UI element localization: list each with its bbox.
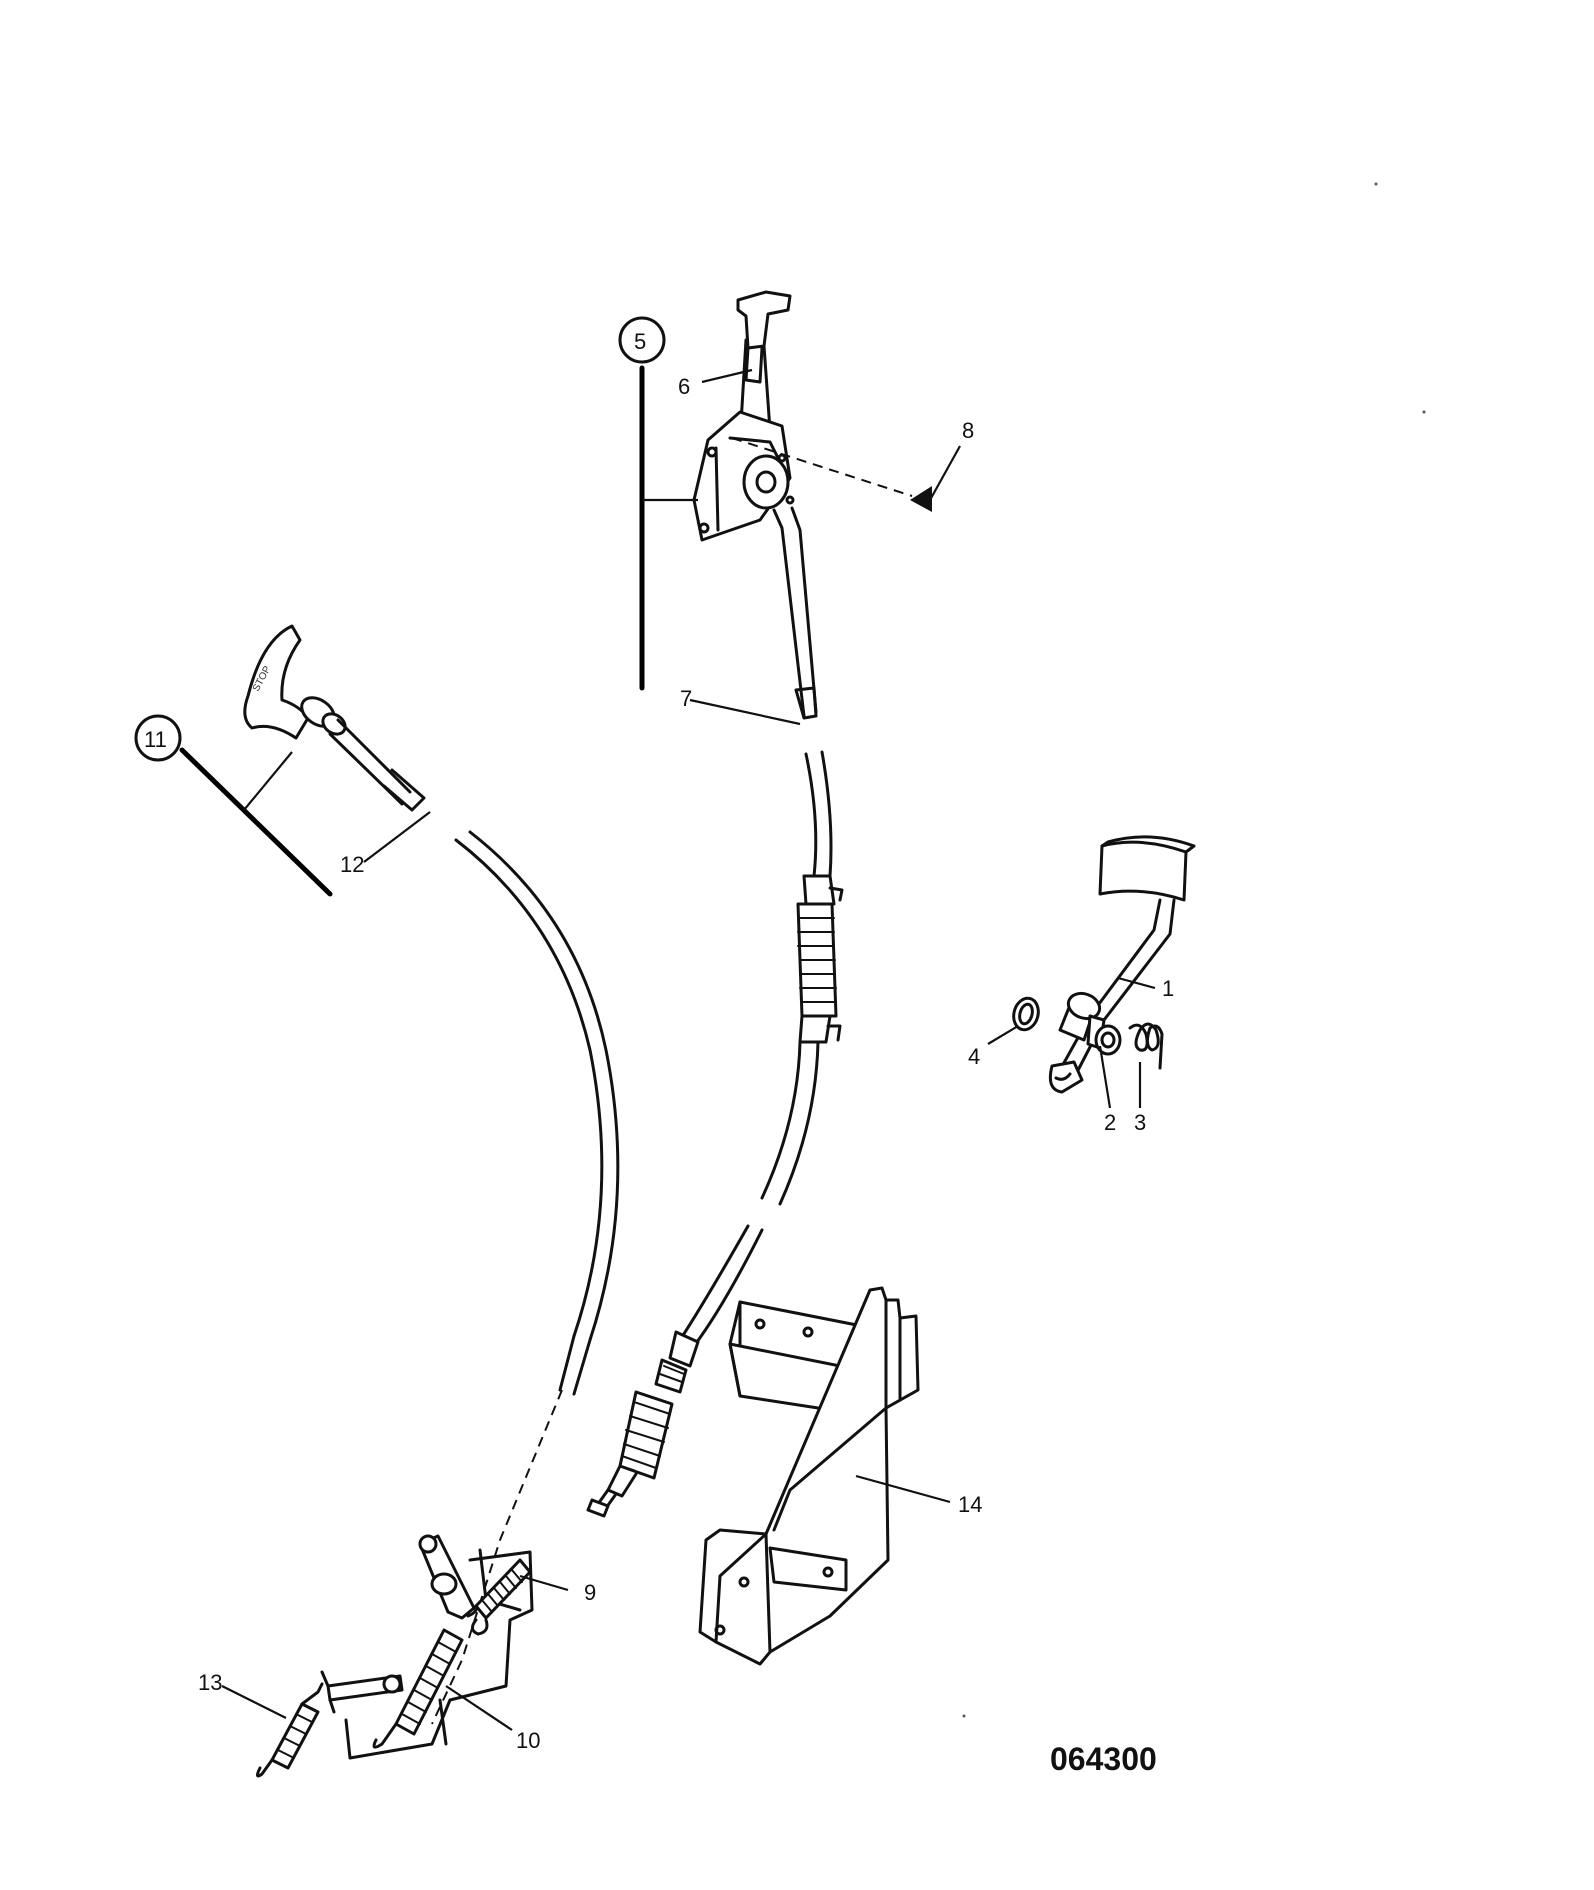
callout-5: 5 bbox=[634, 329, 646, 354]
callout-13: 13 bbox=[198, 1670, 222, 1695]
stop-lever-springs bbox=[255, 1534, 534, 1778]
callout-8: 8 bbox=[962, 418, 974, 443]
throttle-pedal bbox=[1012, 835, 1196, 1094]
callout-7: 7 bbox=[680, 686, 692, 711]
callout-10: 10 bbox=[516, 1728, 540, 1753]
callout-2: 2 bbox=[1104, 1110, 1116, 1135]
callout-9: 9 bbox=[584, 1580, 596, 1605]
drawing-number: 064300 bbox=[1050, 1741, 1157, 1777]
spring-13 bbox=[255, 1682, 324, 1778]
stop-control: STOP bbox=[243, 624, 620, 1725]
callout-4: 4 bbox=[968, 1044, 980, 1069]
hand-throttle-lever bbox=[692, 290, 818, 720]
spring-10 bbox=[372, 1628, 464, 1749]
callout-11-circle bbox=[134, 714, 182, 762]
callout-1: 1 bbox=[1162, 976, 1174, 1001]
leader-lines bbox=[179, 365, 1156, 1731]
return-spring-9 bbox=[466, 1558, 532, 1636]
callout-11: 11 bbox=[144, 727, 167, 752]
callouts: 5 11 1 2 3 4 6 7 8 9 10 12 13 14 064300 bbox=[134, 316, 1174, 1777]
callout-3: 3 bbox=[1134, 1110, 1146, 1135]
callout-5-circle bbox=[618, 316, 666, 364]
callout-12: 12 bbox=[340, 852, 364, 877]
callout-14: 14 bbox=[958, 1492, 982, 1517]
mounting-bracket bbox=[698, 1286, 920, 1666]
callout-6: 6 bbox=[678, 374, 690, 399]
throttle-cable bbox=[586, 750, 844, 1518]
